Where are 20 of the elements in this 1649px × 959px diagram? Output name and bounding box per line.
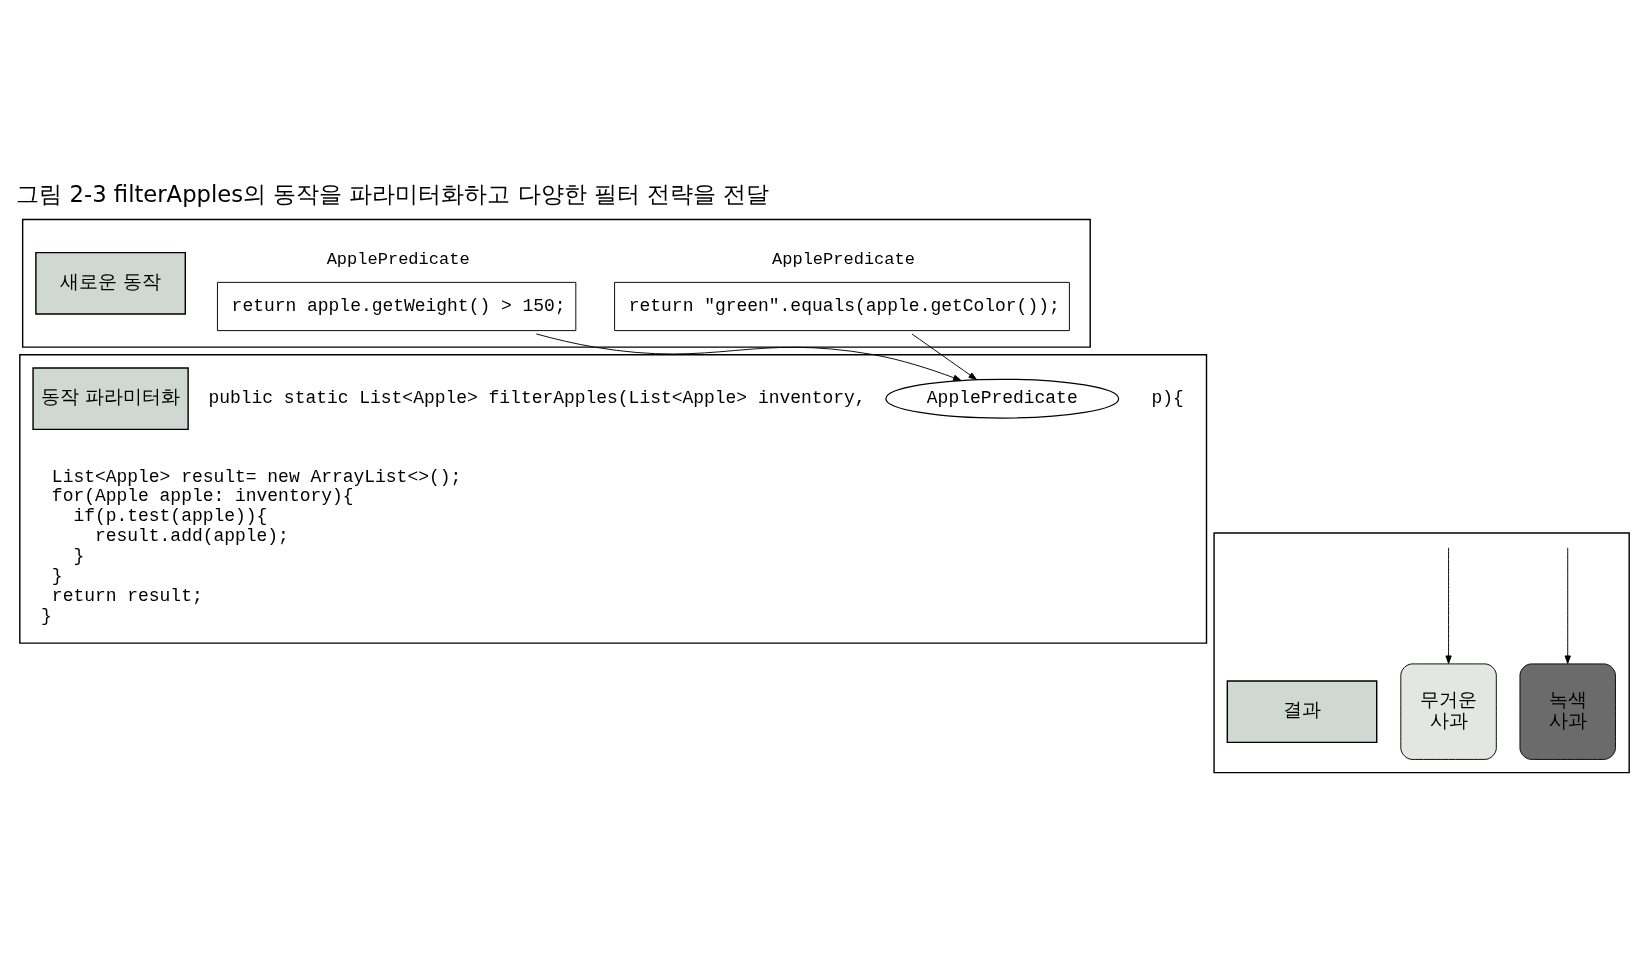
node-label: ApplePredicate [326, 249, 470, 269]
node-text: List<Apple> result= new ArrayList<>(); for(Apple apple: inventory){ if(p.test(apple)){ result.add(apple); } } return result; } [41, 466, 462, 626]
node-box: 새로운 동작 [35, 251, 186, 315]
node-box: return "green".equals(apple.getColor()); [614, 281, 1070, 331]
node-box: 동작 파라미터화 [32, 366, 189, 430]
arrow [1564, 546, 1571, 664]
diagram-title: 그림 2-3 filterApples의 동작을 파라미터화하고 다양한 필터 전략을 전달 [16, 180, 770, 207]
arrow [1445, 546, 1452, 664]
node-box: 결과 [1226, 679, 1378, 743]
node-label: ApplePredicate [772, 249, 915, 269]
node-box: 무거운 사과 [1400, 662, 1497, 760]
cluster [21, 218, 1091, 348]
node-text: public static List<Apple> filterApples(List<Apple> inventory, [208, 387, 866, 408]
node-text: p){ [1151, 387, 1184, 408]
node-box: return apple.getWeight() > 150; [216, 281, 577, 331]
cluster [1213, 531, 1630, 773]
node-ellipse: ApplePredicate [885, 378, 1120, 419]
arrow [911, 333, 977, 380]
node-box: 녹색 사과 [1519, 662, 1616, 760]
cluster [19, 353, 1208, 644]
